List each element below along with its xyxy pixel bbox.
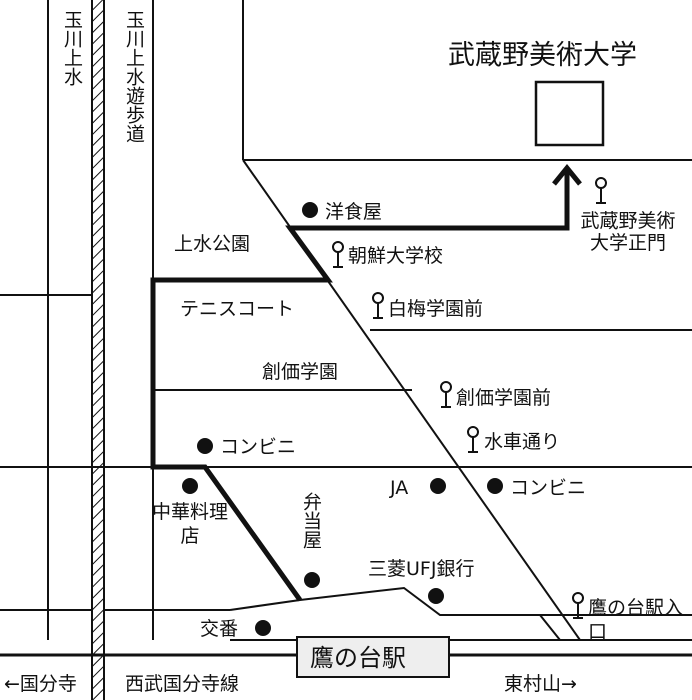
entrance-stop-label: 鷹の台駅入口 bbox=[588, 597, 684, 643]
bus-stop-icon bbox=[572, 592, 584, 619]
bus-stop-icon bbox=[467, 426, 479, 453]
destination-label: 武蔵野美術大学 bbox=[448, 40, 637, 71]
suisha-stop-label: 水車通り bbox=[484, 431, 560, 453]
tennis-court-label: テニスコート bbox=[180, 298, 294, 320]
bus-stop-icon bbox=[332, 241, 344, 268]
bus-stop-markers bbox=[332, 177, 607, 619]
bus-stop-icon bbox=[372, 292, 384, 319]
conveni-left-label: コンビニ bbox=[220, 436, 296, 458]
bank-label: 三菱UFJ銀行 bbox=[368, 558, 474, 580]
gate-stop-label: 武蔵野美術大学正門 bbox=[580, 210, 676, 254]
station-label: 鷹の台駅 bbox=[310, 644, 406, 672]
road-network bbox=[0, 0, 692, 641]
bento-label: 弁当屋 bbox=[300, 492, 322, 549]
marker-conveni-left bbox=[197, 438, 213, 454]
park-label: 上水公園 bbox=[174, 233, 250, 255]
tamagawa-josui-label: 玉川上水 bbox=[61, 10, 83, 86]
soka-gakuen-label: 創価学園 bbox=[262, 361, 338, 383]
western-restaurant-label: 洋食屋 bbox=[325, 201, 382, 223]
tamagawa-josui-canal bbox=[91, 0, 105, 700]
marker-chuka bbox=[182, 478, 198, 494]
marker-western-restaurant bbox=[302, 202, 318, 218]
to-higashimurayama-label: 東村山→ bbox=[504, 673, 577, 695]
koban-label: 交番 bbox=[200, 618, 238, 640]
choson-stop-label: 朝鮮大学校 bbox=[348, 245, 443, 267]
railway-name-label: 西武国分寺線 bbox=[125, 673, 239, 695]
marker-koban bbox=[255, 620, 271, 636]
conveni-right-label: コンビニ bbox=[510, 477, 586, 499]
promenade-label: 玉川上水遊歩道 bbox=[123, 10, 145, 143]
place-markers bbox=[182, 202, 503, 636]
marker-bank bbox=[428, 588, 444, 604]
walking-route bbox=[150, 164, 582, 602]
station-box bbox=[296, 636, 450, 678]
to-kokubunji-label: ←国分寺 bbox=[4, 673, 77, 695]
ja-label: JA bbox=[389, 477, 408, 499]
marker-bento bbox=[304, 572, 320, 588]
hakubai-stop-label: 白梅学園前 bbox=[388, 298, 483, 320]
marker-ja bbox=[430, 478, 446, 494]
university-building bbox=[534, 80, 605, 147]
soka-stop-label: 創価学園前 bbox=[456, 387, 551, 409]
chuka-label: 中華料理店 bbox=[151, 501, 228, 547]
bus-stop-icon bbox=[440, 381, 452, 408]
bus-stop-icon bbox=[595, 177, 607, 204]
marker-conveni-right bbox=[487, 478, 503, 494]
